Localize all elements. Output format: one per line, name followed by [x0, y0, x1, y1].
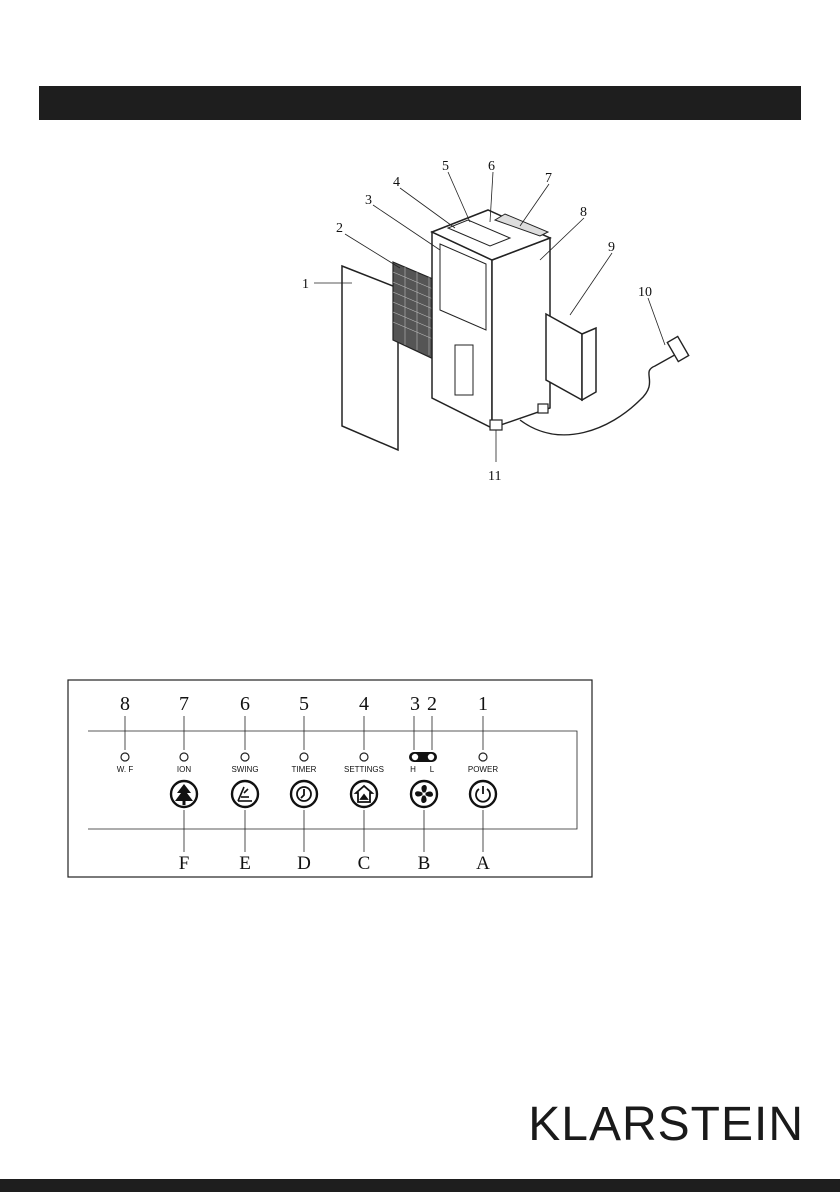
footer-bar — [0, 1179, 840, 1192]
power-button[interactable] — [470, 781, 496, 807]
wf-led — [121, 753, 129, 761]
indicator-number-4: 4 — [359, 693, 369, 715]
swing-button[interactable] — [232, 781, 258, 807]
timer-led — [300, 753, 308, 761]
brand-logo: KLARSTEIN — [522, 1101, 804, 1149]
power-label: POWER — [468, 765, 498, 774]
timer-button[interactable] — [291, 781, 317, 807]
panel-inner-outline — [88, 731, 577, 829]
indicator-number-7: 7 — [179, 693, 189, 715]
indicator-number-1: 1 — [478, 693, 488, 715]
settings-button[interactable] — [351, 781, 377, 807]
timer-label: TIMER — [292, 765, 317, 774]
power-led — [479, 753, 487, 761]
indicator-number-3: 3 — [410, 693, 420, 715]
ion-button[interactable] — [171, 781, 197, 807]
button-letter-a: A — [476, 853, 490, 874]
panel-frame — [68, 680, 592, 877]
fan-speed-leds — [409, 752, 437, 762]
indicator-number-6: 6 — [240, 693, 250, 715]
indicator-number-5: 5 — [299, 693, 309, 715]
indicator-number-8: 8 — [120, 693, 130, 715]
button-letter-e: E — [239, 853, 251, 874]
button-letter-c: C — [358, 853, 371, 874]
ion-label: ION — [177, 765, 191, 774]
wf-label: W. F — [117, 765, 134, 774]
low-label: L — [430, 765, 435, 774]
high-label: H — [410, 765, 416, 774]
button-letter-d: D — [297, 853, 311, 874]
settings-led — [360, 753, 368, 761]
swing-label: SWING — [231, 765, 258, 774]
indicator-number-2: 2 — [427, 693, 437, 715]
swing-led — [241, 753, 249, 761]
indicator-numbers: 8 7 6 5 4 3 2 1 — [120, 693, 488, 715]
settings-label: SETTINGS — [344, 765, 384, 774]
ion-led — [180, 753, 188, 761]
fan-speed-button[interactable] — [411, 781, 437, 807]
button-letter-f: F — [179, 853, 190, 874]
button-letter-b: B — [418, 853, 431, 874]
control-panel-diagram: 8 7 6 5 4 3 2 1 W. F ION SWING TIMER SET… — [0, 0, 840, 900]
